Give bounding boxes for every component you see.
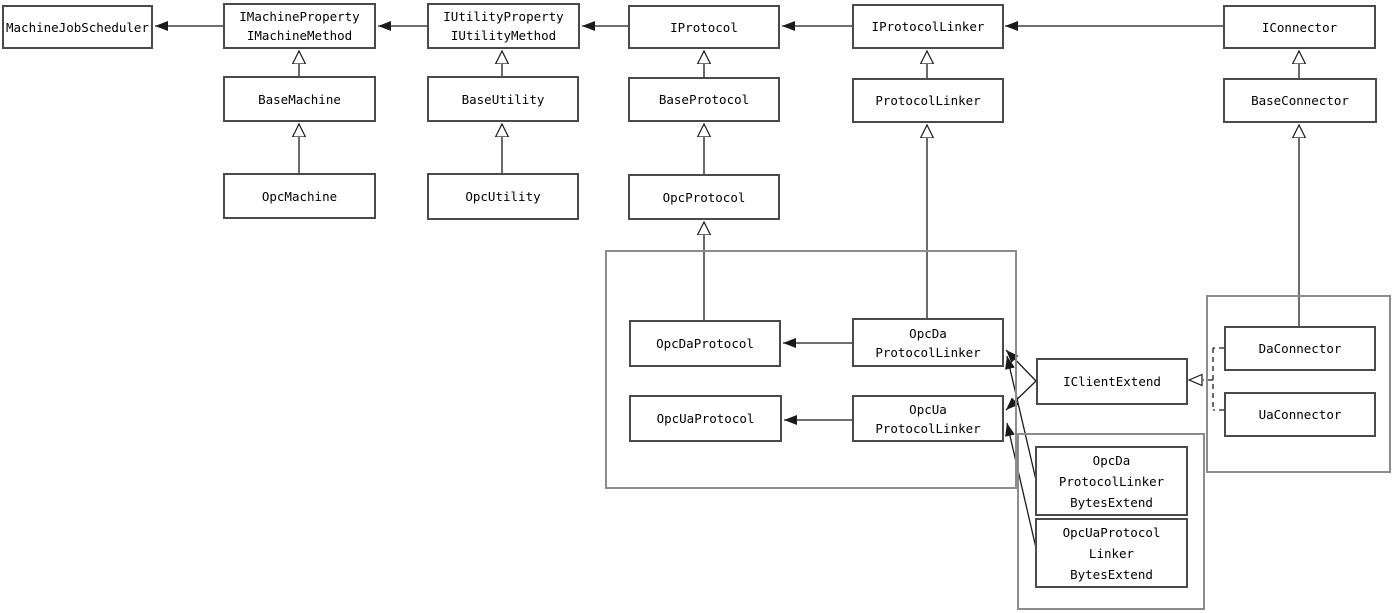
class-label: OpcUaProtocol	[656, 411, 755, 426]
realization-triangle	[1187, 373, 1203, 387]
class-label: ProtocolLinker	[875, 344, 981, 360]
class-machine-job-scheduler: MachineJobScheduler	[2, 5, 153, 49]
class-opcuaprotocol-linker-bytesextend: OpcUaProtocol Linker BytesExtend	[1035, 518, 1188, 588]
class-label: OpcProtocol	[662, 189, 746, 205]
edge-iclientextend-to-opcualinker	[1005, 380, 1037, 411]
class-label: IProtocolLinker	[871, 19, 985, 34]
group-opc-protocol-layer	[605, 250, 1017, 489]
group-connectors	[1206, 295, 1391, 473]
class-basemachine: BaseMachine	[223, 76, 376, 122]
class-label: IUtilityProperty	[443, 9, 564, 24]
group-bytes-extend	[1017, 433, 1205, 610]
class-daconnector: DaConnector	[1224, 326, 1376, 371]
class-opcua-protocollinker: OpcUa ProtocolLinker	[852, 395, 1004, 442]
class-opcdaprotocol: OpcDaProtocol	[629, 320, 781, 367]
class-label: OpcUaProtocol	[1062, 524, 1161, 540]
class-iprotocollinker: IProtocolLinker	[852, 4, 1004, 49]
class-uaconnector: UaConnector	[1224, 392, 1376, 437]
class-label: IClientExtend	[1063, 374, 1161, 389]
class-label: IProtocol	[670, 19, 738, 35]
class-label: MachineJobScheduler	[6, 19, 149, 35]
class-iclientextend: IClientExtend	[1036, 358, 1188, 405]
class-label: Linker	[1088, 545, 1135, 561]
class-label: OpcMachine	[261, 188, 338, 204]
edge-opcuabytesextend-to-opcualinker	[1005, 422, 1037, 549]
class-baseutility: BaseUtility	[427, 76, 579, 122]
class-opcprotocol: OpcProtocol	[628, 174, 780, 220]
class-opcda-protocollinker-bytesextend: OpcDa ProtocolLinker BytesExtend	[1035, 446, 1188, 516]
class-baseconnector: BaseConnector	[1223, 78, 1377, 123]
class-label: UaConnector	[1258, 407, 1342, 422]
class-protocollinker: ProtocolLinker	[852, 78, 1004, 123]
class-label: OpcUa	[909, 401, 947, 417]
class-label: BaseMachine	[258, 91, 341, 107]
class-label: OpcDa	[909, 325, 947, 341]
class-opcda-protocollinker: OpcDa ProtocolLinker	[852, 318, 1004, 367]
class-label: BytesExtend	[1070, 494, 1153, 510]
class-label: BaseProtocol	[658, 92, 750, 107]
class-label: IMachineMethod	[246, 28, 353, 43]
class-label: ProtocolLinker	[1058, 473, 1165, 489]
class-opcuaprotocol: OpcUaProtocol	[629, 395, 782, 442]
class-label: OpcUtility	[465, 189, 541, 204]
class-opcutility: OpcUtility	[427, 173, 579, 220]
class-label: BaseConnector	[1251, 93, 1349, 108]
class-label: ProtocolLinker	[875, 420, 981, 436]
class-label: DaConnector	[1258, 341, 1342, 356]
class-label: IUtilityMethod	[450, 28, 557, 43]
class-opcmachine: OpcMachine	[223, 173, 376, 219]
class-iutility-property-method: IUtilityProperty IUtilityMethod	[427, 3, 580, 49]
class-label: OpcDa	[1092, 452, 1131, 468]
class-iprotocol: IProtocol	[628, 5, 780, 49]
edge-connectors-realize-iclientextend	[1203, 347, 1224, 411]
class-label: IConnector	[1261, 19, 1338, 35]
class-label: BytesExtend	[1070, 566, 1153, 582]
class-label: BaseUtility	[461, 91, 545, 107]
class-label: OpcDaProtocol	[656, 336, 754, 351]
edge-opcdabytesextend-to-opcdalinker	[1005, 355, 1037, 481]
class-iconnector: IConnector	[1223, 5, 1376, 49]
edge-iclientextend-to-opcdalinker	[1005, 349, 1037, 382]
class-baseprotocol: BaseProtocol	[628, 77, 780, 122]
class-label: IMachineProperty	[239, 9, 360, 24]
class-label: ProtocolLinker	[875, 93, 981, 108]
class-imachine-property-method: IMachineProperty IMachineMethod	[223, 3, 376, 49]
